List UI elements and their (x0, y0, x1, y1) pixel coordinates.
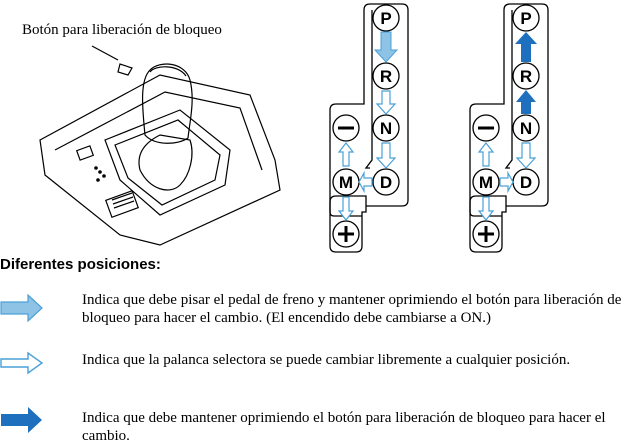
gate-label-m: M (339, 173, 353, 192)
arrow-right-light-blue-filled-icon (0, 294, 43, 322)
shift-gate-diagram-release: P R N D M (469, 3, 549, 253)
arrow-right-dark-blue-filled-icon (1, 407, 42, 433)
legend-text-free: Indica que la palanca selectora se puede… (82, 352, 571, 368)
section-title: Diferentes posiciones: (0, 256, 161, 273)
gate-label-r: R (520, 67, 532, 86)
legend-text-brake: Indica que debe pisar el pedal de freno … (82, 292, 622, 326)
release-button-callout: Botón para liberación de bloqueo (22, 22, 222, 38)
gate-label-n: N (380, 119, 392, 138)
legend-text-release: Indica que debe mantener oprimiendo el b… (82, 410, 606, 444)
gate-label-n: N (520, 119, 532, 138)
gate-label-d: D (380, 173, 392, 192)
arrow-right-outline-icon (0, 351, 44, 375)
shift-gate-diagram-brake: P R N D M (329, 3, 409, 253)
gate-label-p: P (520, 9, 531, 28)
gate-label-r: R (380, 67, 392, 86)
gate-label-d: D (520, 173, 532, 192)
gate-label-m: M (479, 173, 493, 192)
gear-lever-illustration (39, 45, 281, 246)
gate-label-p: P (380, 9, 391, 28)
